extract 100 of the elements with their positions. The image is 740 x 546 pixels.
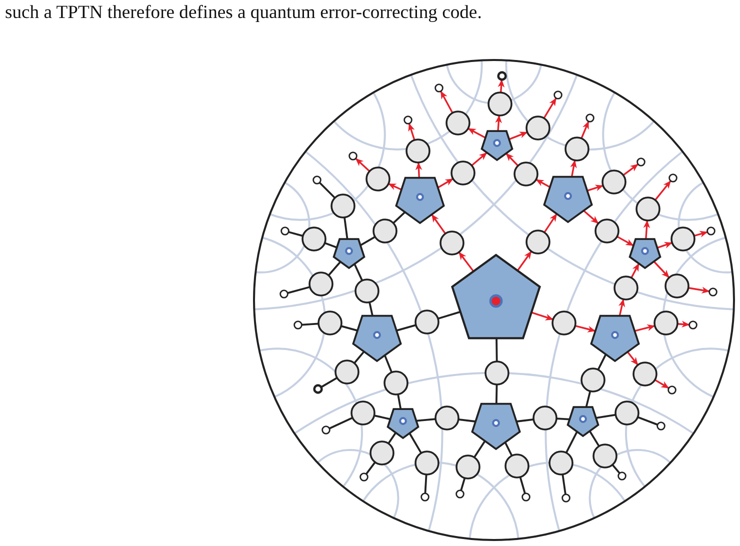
arrow bbox=[505, 152, 519, 166]
connector-line bbox=[318, 182, 336, 199]
bond-circle bbox=[446, 110, 470, 136]
leg-end-ring bbox=[618, 472, 626, 480]
arrow bbox=[531, 312, 554, 320]
connector-line bbox=[504, 442, 513, 456]
arrow bbox=[586, 184, 604, 192]
arrow bbox=[458, 252, 474, 272]
arrow bbox=[388, 182, 402, 190]
arrow bbox=[408, 123, 416, 140]
arrow bbox=[574, 325, 596, 332]
connector-line bbox=[365, 462, 376, 475]
arrow bbox=[498, 79, 505, 93]
arrow bbox=[543, 98, 557, 119]
bond-circle bbox=[318, 310, 342, 336]
arrow bbox=[688, 286, 710, 294]
connector-line bbox=[516, 418, 534, 422]
arrow bbox=[583, 210, 599, 224]
arrow bbox=[616, 236, 634, 246]
connector-line bbox=[374, 414, 391, 420]
arrow bbox=[468, 128, 486, 138]
connector-line bbox=[384, 354, 393, 373]
leg-end-ring bbox=[497, 71, 507, 81]
sentence-text: such a TPTN therefore defines a quantum error-correcting code. bbox=[5, 2, 482, 23]
arrow bbox=[536, 178, 550, 188]
bond-circle bbox=[334, 360, 360, 384]
connector-line bbox=[368, 302, 374, 316]
connector-line bbox=[597, 354, 607, 370]
leg-end-ring bbox=[636, 158, 646, 166]
connector-line bbox=[396, 324, 416, 332]
bond-circle bbox=[488, 92, 512, 116]
tensor-pentagon bbox=[386, 408, 420, 440]
connector-line bbox=[408, 432, 422, 454]
bond-circle bbox=[514, 162, 538, 186]
bond-circle bbox=[434, 406, 460, 430]
connector-line bbox=[287, 286, 310, 294]
arrow bbox=[654, 180, 672, 201]
bond-circle bbox=[670, 226, 696, 252]
tensor-pentagon bbox=[451, 254, 541, 340]
arrow bbox=[580, 121, 590, 139]
connector-line bbox=[320, 377, 338, 388]
connector-line bbox=[565, 431, 578, 454]
leg-end-ring bbox=[322, 426, 330, 434]
bond-circle bbox=[614, 276, 638, 300]
tensor-pentagon bbox=[332, 238, 366, 270]
leg-end-ring bbox=[562, 494, 570, 502]
leg-end-ring bbox=[294, 320, 302, 330]
leg-end-ring bbox=[434, 84, 444, 92]
bond-circle bbox=[484, 360, 510, 386]
tensor-pentagon bbox=[480, 130, 514, 162]
connector-line bbox=[424, 474, 428, 494]
tensor-pentagon bbox=[395, 176, 445, 224]
connector-line bbox=[637, 416, 658, 426]
arrow bbox=[544, 213, 558, 233]
bond-circle bbox=[406, 138, 430, 164]
connector-line bbox=[354, 350, 365, 364]
arrow bbox=[634, 324, 656, 332]
connector-line bbox=[354, 264, 364, 281]
bond-circle bbox=[354, 278, 380, 304]
arrow bbox=[437, 178, 454, 188]
leg-end-ring bbox=[708, 288, 718, 296]
connector-line bbox=[328, 416, 353, 430]
bond-circle bbox=[532, 406, 558, 430]
tensor-pentagon bbox=[543, 176, 593, 224]
arrow bbox=[495, 115, 502, 132]
leg-end-ring bbox=[420, 492, 430, 502]
bond-circle bbox=[302, 226, 326, 252]
leg-end-ring bbox=[348, 152, 358, 160]
bond-circle bbox=[372, 218, 398, 244]
connector-line bbox=[392, 211, 406, 224]
arrow bbox=[630, 263, 640, 278]
bond-circle bbox=[654, 310, 678, 336]
arrow bbox=[415, 162, 422, 178]
tensor-pentagon bbox=[471, 402, 521, 450]
bond-circle bbox=[504, 454, 530, 478]
connector-line bbox=[397, 394, 402, 410]
arrow bbox=[653, 260, 670, 278]
bond-circle bbox=[414, 310, 440, 334]
arrow bbox=[656, 242, 672, 249]
connector-line bbox=[340, 325, 358, 332]
tensor-pentagon bbox=[566, 406, 600, 438]
arrow bbox=[643, 220, 650, 240]
arrow bbox=[677, 320, 690, 328]
bond-circle bbox=[632, 362, 658, 386]
arrow bbox=[626, 351, 639, 366]
connector-line bbox=[496, 338, 498, 362]
arrow bbox=[694, 230, 708, 238]
connector-line bbox=[458, 418, 476, 422]
bond-circle bbox=[350, 400, 376, 426]
bond-circle bbox=[594, 218, 620, 244]
bond-circle bbox=[592, 444, 618, 468]
leg-end-ring bbox=[522, 492, 530, 502]
leg-end-ring bbox=[706, 226, 716, 236]
connector-line bbox=[416, 418, 436, 422]
connector-line bbox=[596, 414, 616, 419]
bond-circle bbox=[664, 274, 690, 298]
connector-line bbox=[360, 236, 376, 246]
arrow bbox=[654, 379, 670, 389]
connector-line bbox=[344, 217, 348, 240]
connector-line bbox=[585, 390, 592, 408]
